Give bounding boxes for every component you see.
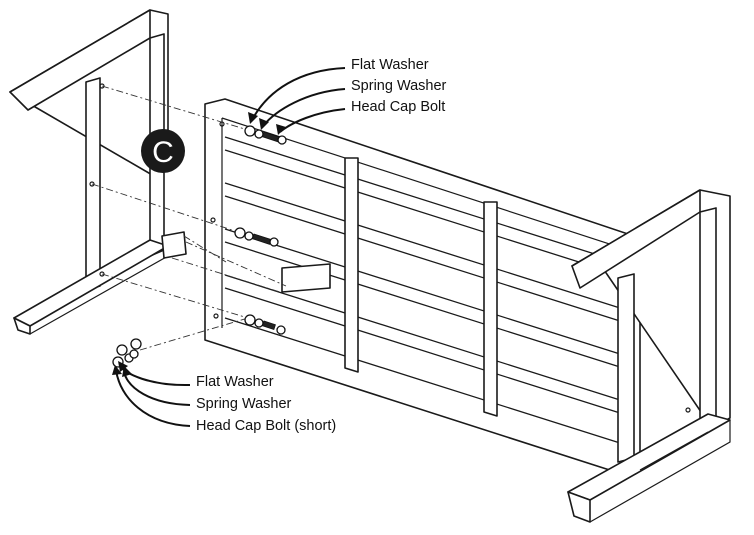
tabletop-cross-brace-1 [344, 157, 359, 373]
hardware-loose-set [112, 338, 142, 368]
top-callout-arrows [248, 67, 346, 135]
label-top-spring-washer: Spring Washer [351, 78, 447, 94]
step-badge-circle [141, 129, 185, 173]
label-bottom-head-cap-bolt-short: Head Cap Bolt (short) [196, 418, 336, 434]
hardware-top-set [244, 125, 287, 145]
hardware-middle-set [234, 227, 279, 247]
step-letter: C [152, 136, 174, 169]
hardware-bottom-set [244, 314, 286, 335]
right-leg [567, 189, 731, 523]
tabletop [204, 98, 691, 475]
bottom-callout-arrows [112, 361, 191, 427]
left-leg [9, 9, 187, 335]
label-top-flat-washer: Flat Washer [351, 57, 429, 73]
center-bracket [281, 263, 331, 293]
label-top-head-cap-bolt: Head Cap Bolt [351, 99, 445, 115]
label-bottom-spring-washer: Spring Washer [196, 396, 292, 412]
tabletop-slats [224, 136, 621, 444]
step-badge: C [141, 129, 185, 173]
alignment-lines [91, 85, 287, 351]
tabletop-cross-brace-2 [483, 201, 498, 417]
label-bottom-flat-washer: Flat Washer [196, 374, 274, 390]
